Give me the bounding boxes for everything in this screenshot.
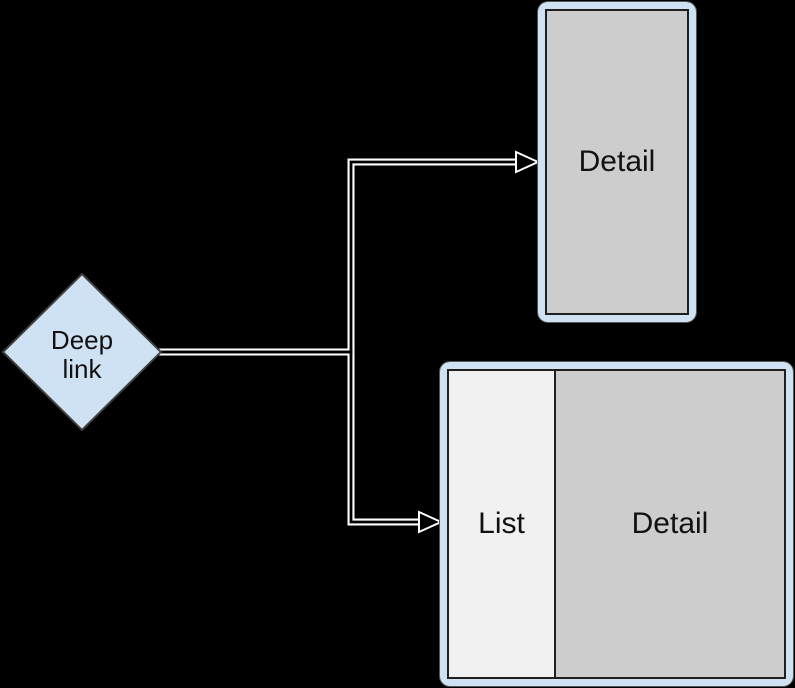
- deep-link-diamond-shape: [1, 272, 163, 432]
- deep-link-node-label: Deep link: [50, 325, 114, 384]
- phone-detail-label: Detail: [578, 145, 656, 178]
- tablet-frame: List Detail: [440, 362, 793, 686]
- tablet-screen: List Detail: [447, 369, 786, 679]
- connector-deeplink-to-tablet-core: [154, 350, 419, 524]
- tablet-list-label: List: [478, 507, 525, 540]
- connector-deeplink-to-tablet-outline: [154, 348, 419, 526]
- phone-screen: Detail: [545, 9, 689, 315]
- arrowhead-to-phone-icon: [515, 150, 541, 174]
- phone-frame: Detail: [538, 2, 696, 322]
- tablet-list-pane: List: [449, 371, 556, 677]
- arrowhead-to-tablet-icon: [418, 510, 444, 534]
- tablet-detail-label: Detail: [631, 507, 709, 540]
- connector-deeplink-to-phone-core: [154, 160, 517, 354]
- connector-deeplink-to-phone-outline: [154, 158, 517, 356]
- tablet-detail-pane: Detail: [556, 371, 784, 677]
